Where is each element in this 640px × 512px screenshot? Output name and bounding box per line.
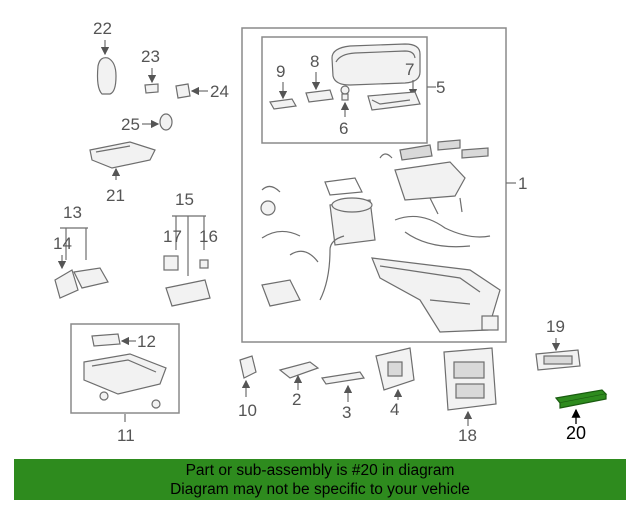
subgroup-11-box	[70, 323, 180, 414]
callout-22[interactable]: 22	[93, 19, 112, 38]
callout-6[interactable]: 6	[339, 119, 348, 138]
bracket-4-part[interactable]	[375, 347, 415, 391]
armrest-subgroup-box	[261, 36, 428, 144]
callout-21[interactable]: 21	[106, 186, 125, 205]
callout-1[interactable]: 1	[518, 174, 527, 193]
lid-screw-part[interactable]	[340, 85, 350, 101]
panel-13-14-part[interactable]	[54, 267, 109, 299]
panel-19-part[interactable]	[535, 349, 581, 371]
armrest-bracket-part[interactable]	[269, 98, 297, 110]
callout-16[interactable]: 16	[199, 227, 218, 246]
callout-4[interactable]: 4	[390, 400, 399, 419]
clip-23-part[interactable]	[144, 83, 159, 94]
callout-18[interactable]: 18	[458, 426, 477, 445]
callout-12[interactable]: 12	[137, 332, 156, 351]
leader-13	[60, 227, 88, 260]
armrest-lid-part[interactable]	[331, 43, 421, 86]
bracket-2-part[interactable]	[278, 361, 320, 379]
lid-hinge-part[interactable]	[367, 91, 421, 111]
rail-3-part[interactable]	[320, 371, 366, 385]
banner-line-2: Diagram may not be specific to your vehi…	[170, 481, 470, 498]
indicator-housing-part[interactable]	[89, 141, 156, 169]
banner-line-1: Part or sub-assembly is #20 in diagram	[185, 462, 455, 479]
cap-25-part[interactable]	[159, 113, 173, 131]
callout-3[interactable]: 3	[342, 403, 351, 422]
bezel-18-part[interactable]	[443, 347, 497, 411]
callout-10[interactable]: 10	[238, 401, 257, 420]
highlight-banner: Part or sub-assembly is #20 in diagram D…	[14, 459, 626, 500]
clip-10-part[interactable]	[239, 355, 257, 379]
leader-15	[172, 215, 206, 276]
callout-15[interactable]: 15	[175, 190, 194, 209]
callout-25[interactable]: 25	[121, 115, 140, 134]
callout-11[interactable]: 11	[117, 426, 135, 445]
highlighted-part-20[interactable]	[554, 389, 608, 409]
callout-20[interactable]: 20	[566, 423, 586, 443]
callout-24[interactable]: 24	[210, 82, 229, 101]
callout-8[interactable]: 8	[310, 52, 319, 71]
plate-12-part[interactable]	[91, 333, 121, 347]
clip-24-part[interactable]	[175, 83, 191, 99]
callout-2[interactable]: 2	[292, 390, 301, 409]
console-body-part[interactable]	[260, 139, 501, 333]
callout-13[interactable]: 13	[63, 203, 82, 222]
switch-15-17-part[interactable]	[163, 255, 211, 307]
callout-9[interactable]: 9	[276, 62, 285, 81]
armrest-clip-part[interactable]	[305, 89, 334, 103]
console-assembly-box	[241, 27, 507, 343]
shift-knob-part[interactable]	[96, 57, 117, 95]
callout-14[interactable]: 14	[53, 234, 72, 253]
callout-7[interactable]: 7	[405, 60, 414, 79]
callout-17[interactable]: 17	[163, 227, 182, 246]
bracket-11-part[interactable]	[83, 353, 167, 409]
callout-23[interactable]: 23	[141, 47, 160, 66]
callout-5[interactable]: 5	[436, 78, 445, 97]
callout-19[interactable]: 19	[546, 317, 565, 336]
